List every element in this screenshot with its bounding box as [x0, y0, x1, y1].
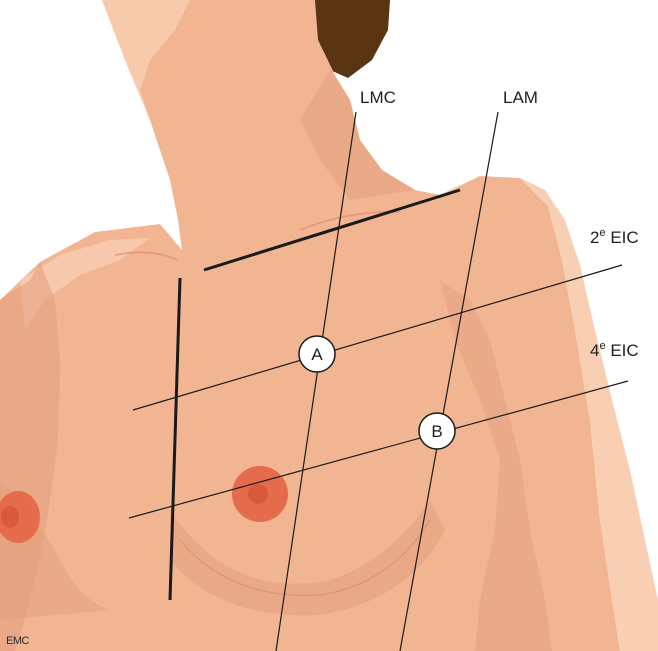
right-nipple — [248, 484, 268, 504]
emc-credit: EMC — [6, 635, 30, 647]
lam-label: LAM — [503, 88, 538, 107]
left-nipple — [1, 506, 19, 528]
eic2-number: 2 — [590, 228, 599, 247]
marker-a-label: A — [311, 345, 323, 364]
marker-b: B — [419, 413, 455, 449]
eic2-text: EIC — [606, 228, 639, 247]
eic4-number: 4 — [590, 341, 599, 360]
marker-b-label: B — [431, 422, 442, 441]
lmc-label: LMC — [360, 88, 396, 107]
eic4-label: 4e EIC — [590, 340, 639, 360]
eic4-text: EIC — [606, 341, 639, 360]
marker-a: A — [299, 336, 335, 372]
eic2-label: 2e EIC — [590, 227, 639, 247]
